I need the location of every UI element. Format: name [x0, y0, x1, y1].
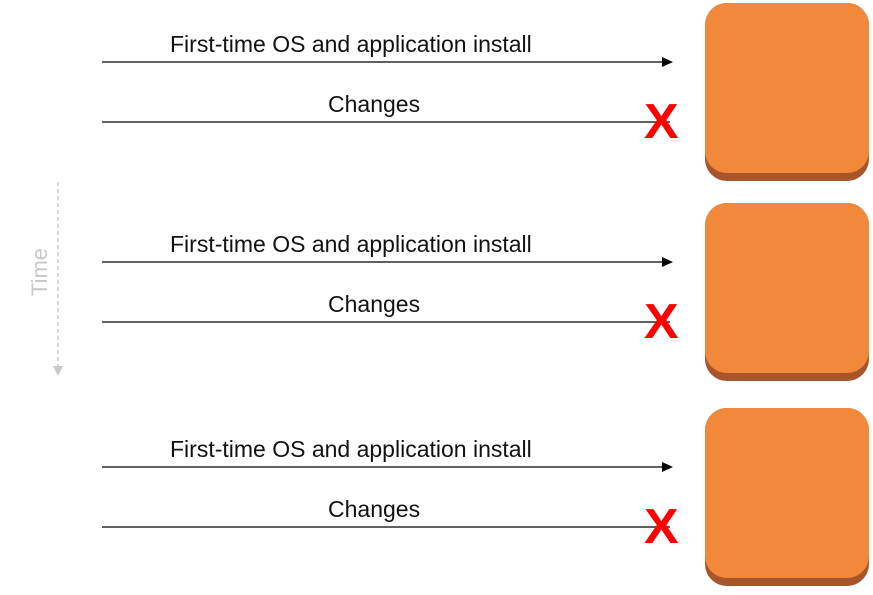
arrows: [102, 462, 673, 528]
changes-label: Changes: [328, 91, 421, 117]
blocked-cross-icon: X: [644, 499, 679, 555]
server-instance-face: [705, 408, 869, 578]
install-label: First-time OS and application install: [170, 31, 532, 57]
install-arrowhead: [662, 462, 673, 472]
deployment-row: First-time OS and application install Ch…: [0, 405, 873, 595]
install-arrowhead: [662, 257, 673, 267]
server-instance: [705, 408, 869, 586]
deployment-row: First-time OS and application install Ch…: [0, 0, 873, 190]
blocked-cross-icon: X: [644, 94, 679, 150]
arrows: [102, 257, 673, 323]
install-arrowhead: [662, 57, 673, 67]
time-axis-arrow: [53, 182, 63, 376]
changes-label: Changes: [328, 291, 421, 317]
deployment-row: First-time OS and application install Ch…: [0, 200, 873, 390]
changes-label: Changes: [328, 496, 421, 522]
install-label: First-time OS and application install: [170, 231, 532, 257]
arrows: [102, 57, 673, 123]
server-instance-face: [705, 203, 869, 373]
install-label: First-time OS and application install: [170, 436, 532, 462]
server-instance: [705, 3, 869, 181]
server-instance: [705, 203, 869, 381]
server-instance-face: [705, 3, 869, 173]
blocked-cross-icon: X: [644, 294, 679, 350]
